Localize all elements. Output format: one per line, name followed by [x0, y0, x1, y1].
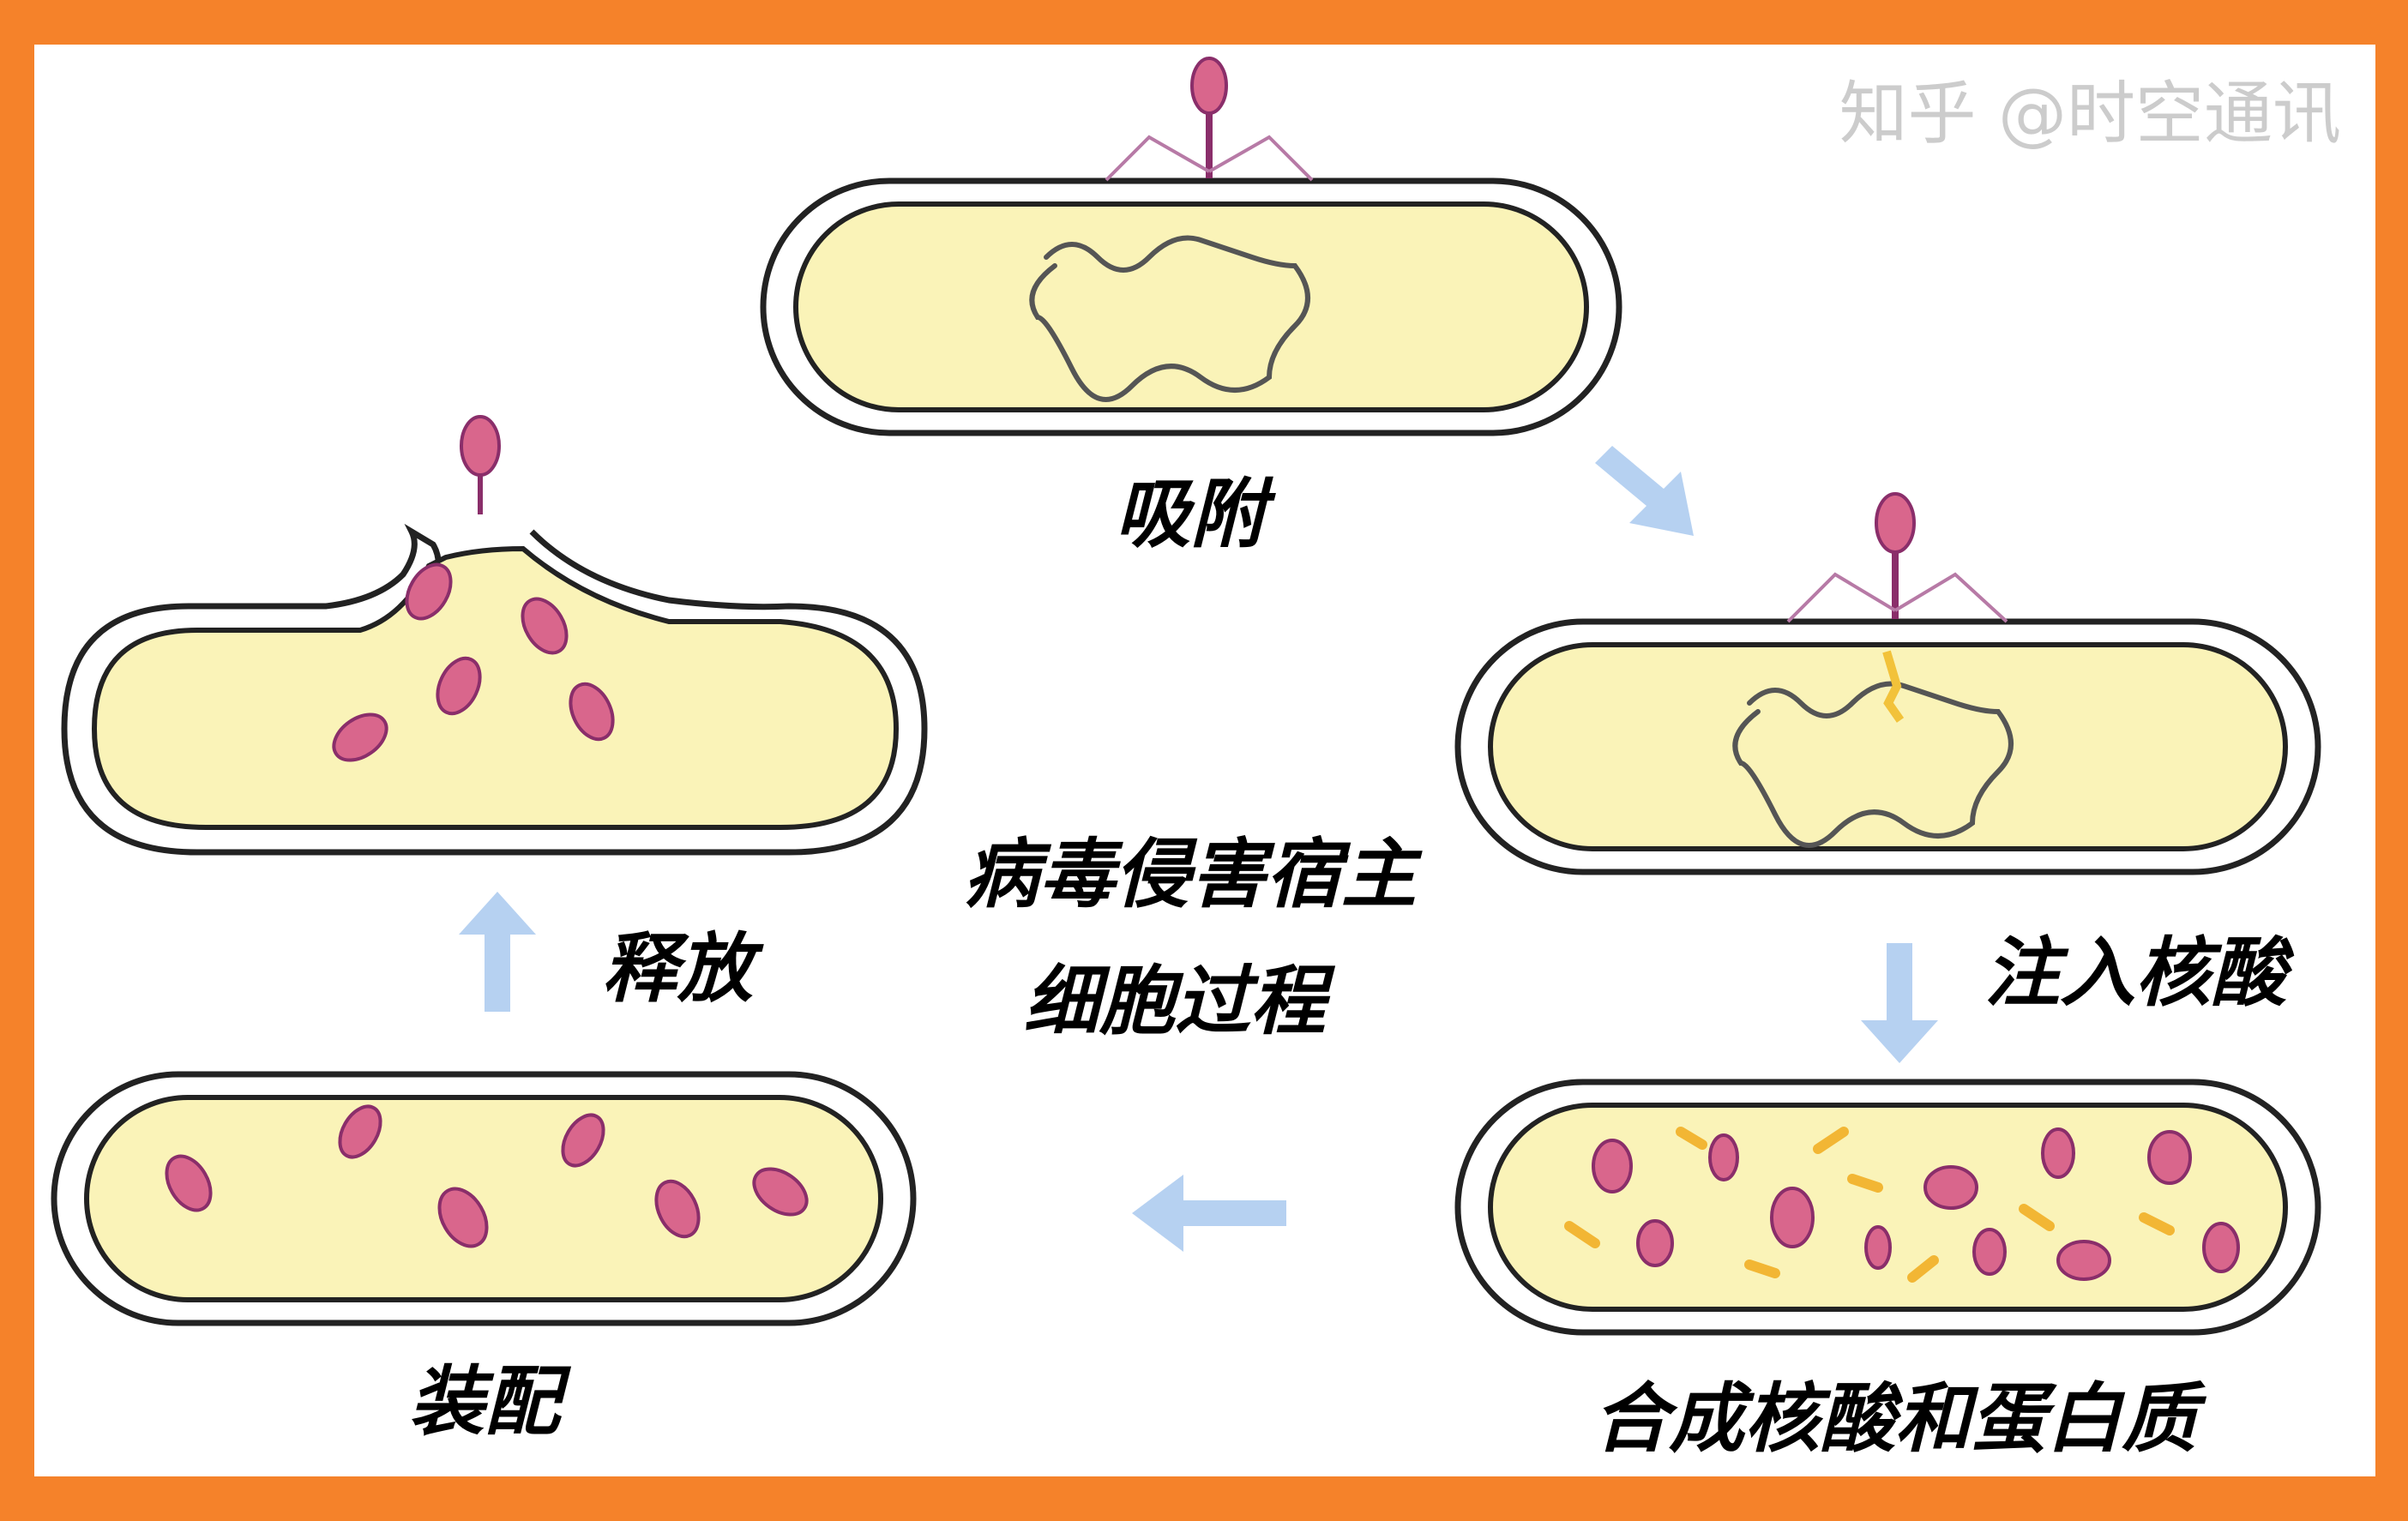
cell-assembly — [51, 1071, 917, 1326]
label-adsorption: 吸附 — [1115, 470, 1276, 558]
assembled-phages — [165, 1104, 809, 1248]
cell-release — [61, 415, 928, 856]
phage-attached — [1105, 57, 1314, 182]
label-inject-bg — [1972, 900, 2350, 1012]
label-release: 释放 — [602, 924, 764, 1013]
dna-strand — [1029, 235, 1310, 402]
released-phages — [332, 415, 615, 762]
cell-inject — [1454, 492, 2321, 875]
arrow-down — [1861, 943, 1938, 1063]
label-inject: 注入核酸 — [1984, 929, 2295, 1017]
arrow-up — [459, 892, 536, 1012]
dna-strand — [1732, 681, 2014, 848]
arrow-down-right — [1595, 446, 1694, 536]
diagram-title-line2: 细胞过程 — [1024, 957, 1336, 1045]
label-assembly: 装配 — [409, 1357, 572, 1446]
label-synthesis: 合成核酸和蛋白质 — [1593, 1374, 2207, 1463]
injected-nucleic-acid — [1882, 650, 1905, 723]
cell-adsorption — [760, 57, 1622, 436]
watermark: 知乎 @时空通讯 — [1839, 74, 2341, 153]
phage-injecting — [1786, 492, 2008, 623]
arrow-left — [1132, 1175, 1286, 1252]
synthesized-components — [1564, 1127, 2240, 1283]
cell-synthesis — [1454, 1079, 2321, 1336]
diagram-title-line1: 病毒侵害宿主 — [964, 830, 1423, 918]
